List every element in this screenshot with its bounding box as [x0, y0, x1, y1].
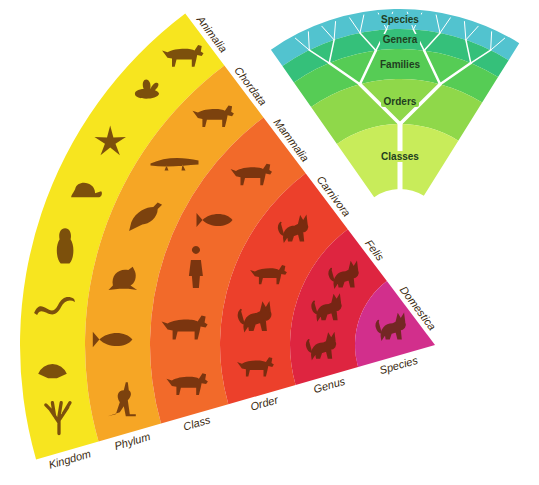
- tree-branch: [334, 22, 335, 40]
- tree-branch: [308, 32, 310, 50]
- animal-silhouette: [135, 79, 159, 98]
- tree-branch: [424, 33, 440, 51]
- band-fill: [150, 117, 306, 423]
- animal-silhouette: [34, 297, 75, 315]
- animal-silhouette: [167, 373, 208, 395]
- band-fill: [85, 65, 263, 441]
- rank-label: Species: [379, 353, 420, 375]
- tree-branch: [413, 29, 424, 50]
- taxon-label: Chordata: [233, 64, 270, 107]
- tree-branch: [387, 12, 393, 29]
- tree-branch: [378, 13, 386, 29]
- tree-branch: [466, 40, 471, 63]
- animal-silhouette: [250, 265, 287, 284]
- tree-branch: [407, 12, 413, 29]
- animal-silhouette: [46, 403, 70, 434]
- tree-branch: [413, 13, 421, 29]
- band-fill: [290, 229, 387, 385]
- rank-label: Order: [249, 394, 279, 413]
- taxon-label: Felis: [363, 237, 387, 263]
- level-label: Species: [378, 14, 422, 25]
- animal-silhouette: [109, 267, 138, 290]
- animal-silhouette: [71, 183, 102, 197]
- taxon-label: Carnivora: [315, 173, 353, 218]
- level-label: Orders: [381, 96, 420, 107]
- animal-silhouette: [237, 357, 274, 376]
- band-fill: [271, 9, 519, 66]
- tree-branch: [464, 22, 465, 40]
- tree-branch: [329, 63, 360, 84]
- animal-silhouette: [231, 164, 272, 186]
- band-fill: [294, 49, 498, 107]
- band-fill: [337, 124, 458, 197]
- tree-branch: [490, 32, 492, 50]
- animal-silhouette: [329, 263, 358, 286]
- tree-branch: [436, 15, 440, 33]
- rank-label: Phylum: [113, 430, 152, 452]
- animal-silhouette: [57, 228, 74, 263]
- animal-silhouette: [94, 126, 125, 156]
- animal-silhouette: [129, 203, 162, 232]
- tree-branch: [466, 26, 478, 40]
- animal-silhouette: [108, 382, 136, 416]
- band-fill: [220, 173, 348, 404]
- animal-silhouette: [189, 246, 203, 288]
- tree-branch: [360, 33, 376, 51]
- tree-branch: [376, 29, 387, 50]
- tree-branch: [471, 50, 491, 63]
- rank-label: Genus: [312, 374, 346, 395]
- animal-silhouette: [279, 217, 308, 240]
- tree-branch: [360, 15, 364, 33]
- animal-silhouette: [193, 105, 234, 127]
- rank-label: Kingdom: [47, 447, 92, 471]
- animal-silhouette: [38, 364, 67, 378]
- tree-branch: [491, 38, 505, 50]
- tree-branch: [440, 63, 471, 84]
- tree-branch: [400, 84, 440, 124]
- band-fill: [355, 281, 435, 367]
- animal-silhouette: [93, 332, 133, 347]
- level-label: Genera: [380, 34, 420, 45]
- taxon-label: Mammalia: [272, 116, 312, 164]
- tree-branch: [440, 18, 450, 33]
- tree-branches: [295, 12, 504, 189]
- tree-branch: [295, 38, 309, 50]
- animal-silhouette: [162, 45, 203, 67]
- band-fill: [20, 14, 224, 460]
- animal-silhouette: [197, 213, 233, 227]
- level-label: Families: [377, 59, 423, 70]
- band-fill: [311, 79, 482, 144]
- tree-branch: [329, 40, 334, 63]
- animal-silhouette: [162, 316, 208, 340]
- animal-silhouette: [312, 296, 341, 319]
- tree-branch: [424, 51, 440, 85]
- animal-silhouette: [151, 158, 199, 171]
- tree-branch: [398, 124, 403, 189]
- tree-branch: [360, 84, 400, 124]
- rank-label: Class: [182, 413, 212, 432]
- tree-branch: [309, 50, 329, 63]
- animal-silhouette: [307, 335, 336, 358]
- animal-silhouette: [239, 304, 271, 330]
- tree-branch: [360, 51, 376, 85]
- tree-branch: [350, 18, 360, 33]
- animal-silhouettes: [34, 45, 405, 433]
- tree-branch: [322, 26, 334, 40]
- band-fill: [282, 29, 508, 82]
- animal-silhouette: [376, 315, 405, 338]
